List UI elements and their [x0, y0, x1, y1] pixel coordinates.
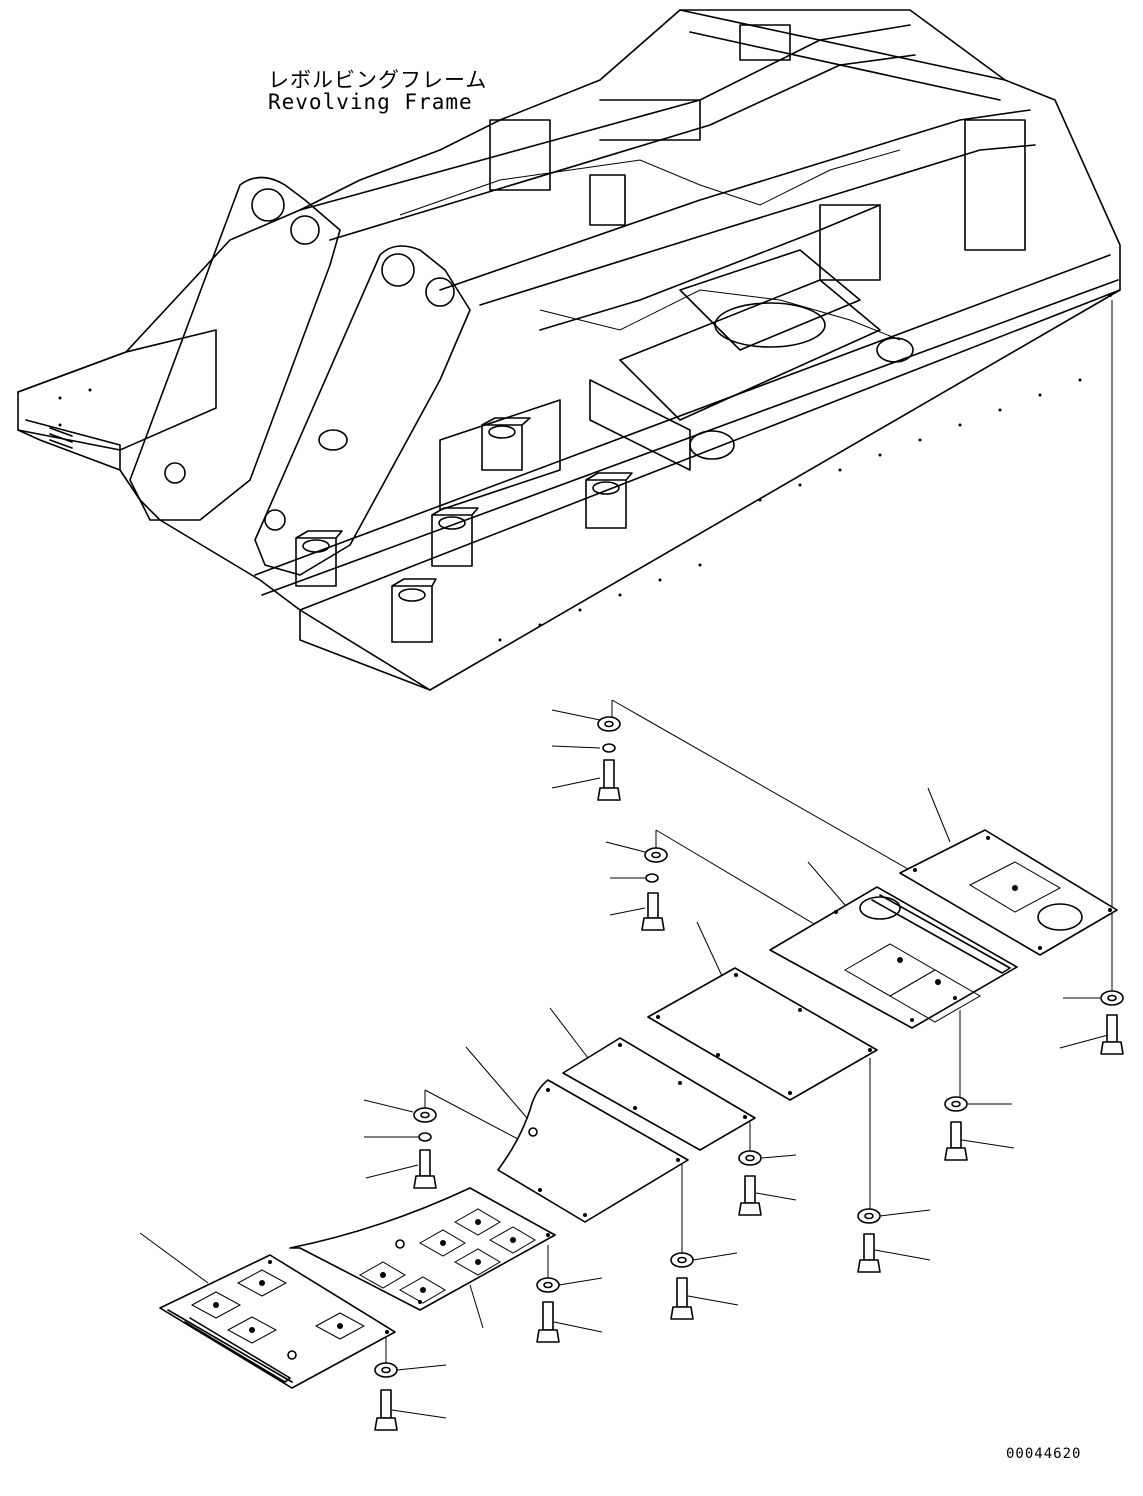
hardware-set-mid-right [857, 1208, 881, 1273]
cover-panel-middle-left [497, 1079, 689, 1223]
frame-label-english: Revolving Frame [268, 90, 473, 114]
cover-panel-front-left [159, 1254, 396, 1389]
hardware-set-mid-left [413, 1107, 437, 1189]
frame-label-japanese: レボルビングフレーム [268, 68, 488, 92]
drawing-number: 00044620 [1006, 1446, 1082, 1462]
hardware-set-top [597, 716, 621, 801]
hardware-set-lower-center [670, 1252, 694, 1320]
hardware-set-upper [641, 847, 668, 931]
hardware-set-mid-center [738, 1150, 762, 1216]
cover-panel-middle-right [647, 967, 878, 1101]
cover-panel-rear-right [899, 829, 1118, 956]
hardware-set-right [1100, 990, 1124, 1055]
callout-leaders [139, 709, 1109, 1419]
hardware-set-lower-left [536, 1277, 560, 1343]
hardware-set-bottom [374, 1362, 398, 1431]
cover-panel-rear-center [769, 886, 1018, 1029]
hardware-set-rear-center [944, 1096, 968, 1161]
revolving-frame [17, 9, 1121, 691]
assembly-leader-lines [385, 300, 1113, 1365]
cover-panel-middle-center [562, 1037, 756, 1151]
cover-panel-front-center [289, 1187, 556, 1311]
